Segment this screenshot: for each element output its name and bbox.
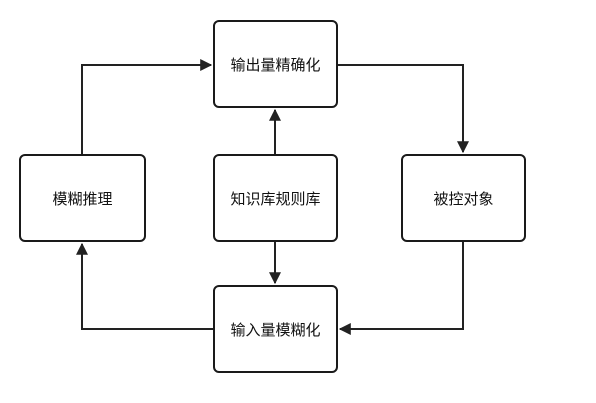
controlled-object-node: 被控对象 bbox=[401, 154, 526, 242]
controlled-object-label: 被控对象 bbox=[433, 189, 494, 208]
edge-output-to-plant bbox=[338, 64, 469, 154]
edge-input-to-fuzzy bbox=[76, 242, 213, 330]
fuzzy-reasoning-node: 模糊推理 bbox=[19, 154, 146, 242]
output-defuzzification-label: 输出量精确化 bbox=[230, 55, 321, 74]
edge-fuzzy-to-output bbox=[81, 59, 213, 154]
knowledge-base-label: 知识库规则库 bbox=[230, 189, 321, 208]
input-fuzzification-label: 输入量模糊化 bbox=[230, 320, 321, 339]
edge-plant-to-input bbox=[338, 242, 464, 335]
output-defuzzification-node: 输出量精确化 bbox=[213, 20, 338, 108]
knowledge-base-node: 知识库规则库 bbox=[213, 154, 338, 242]
input-fuzzification-node: 输入量模糊化 bbox=[213, 285, 338, 373]
fuzzy-reasoning-label: 模糊推理 bbox=[52, 189, 113, 208]
